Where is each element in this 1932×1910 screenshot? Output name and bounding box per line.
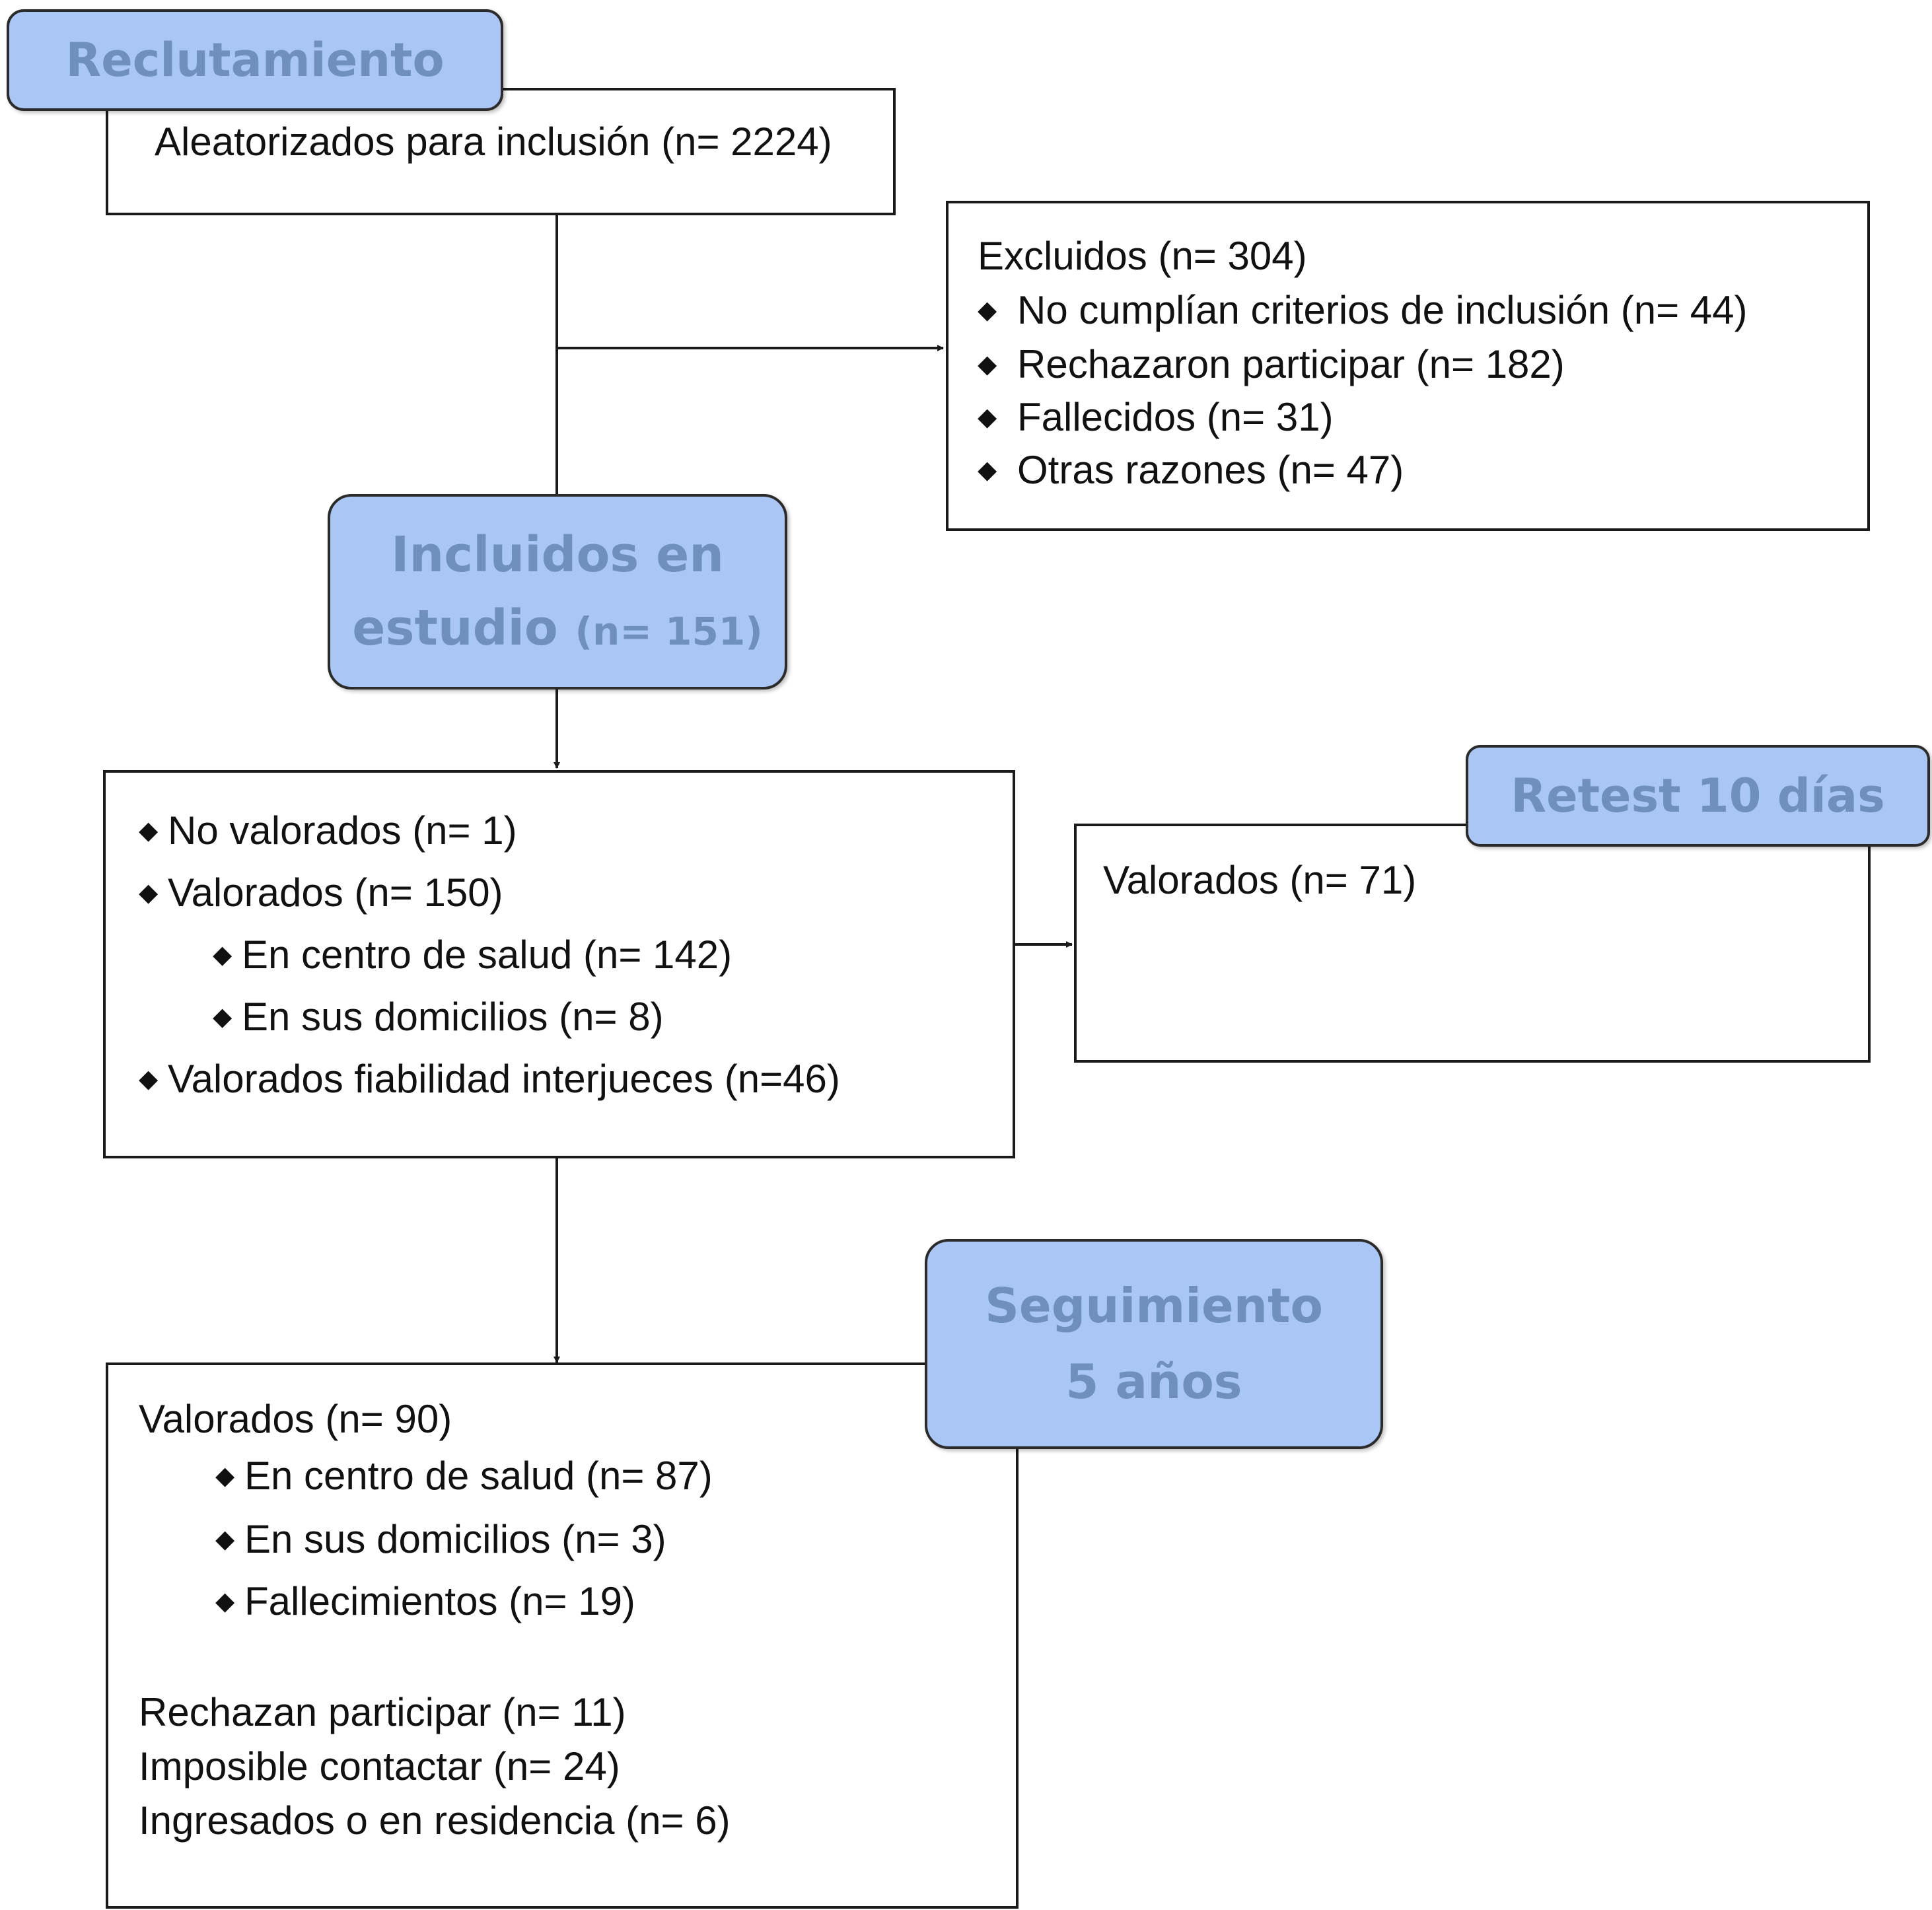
bullet-icon: ◆ [215, 1588, 235, 1616]
excluded-item: ◆Fallecidos (n= 31) [978, 395, 1334, 439]
bullet-icon: ◆ [978, 456, 997, 485]
evaluation-item: ◆Valorados fiabilidad interjueces (n=46) [139, 1057, 840, 1101]
bullet-icon: ◆ [215, 1462, 235, 1491]
followup-note: Imposible contactar (n= 24) [139, 1744, 620, 1788]
bullet-icon: ◆ [978, 404, 997, 432]
included-title-line2-wrap: estudio (n= 151) [352, 592, 762, 665]
retest-header-label: Retest 10 días [1511, 769, 1885, 823]
recruitment-header-label: Reclutamiento [65, 33, 445, 87]
included-header: Incluidos en estudio (n= 151) [328, 494, 787, 690]
retest-header: Retest 10 días [1466, 745, 1930, 847]
evaluation-subitem: ◆En sus domicilios (n= 8) [213, 995, 664, 1039]
bullet-icon: ◆ [215, 1526, 235, 1554]
evaluation-box: ◆No valorados (n= 1) ◆Valorados (n= 150)… [103, 770, 1015, 1158]
recruitment-header: Reclutamiento [7, 9, 503, 111]
excluded-item: ◆Otras razones (n= 47) [978, 448, 1404, 492]
excluded-item: ◆No cumplían criterios de inclusión (n= … [978, 288, 1748, 332]
bullet-icon: ◆ [139, 817, 159, 845]
included-title-line2: estudio [352, 600, 558, 656]
excluded-box: Excluidos (n= 304) ◆No cumplían criterio… [946, 201, 1870, 531]
included-count: (n= 151) [575, 609, 763, 654]
followup-title: Valorados (n= 90) [139, 1397, 452, 1441]
bullet-icon: ◆ [213, 1003, 233, 1032]
bullet-icon: ◆ [978, 351, 997, 379]
evaluation-item: ◆No valorados (n= 1) [139, 808, 517, 853]
retest-line: Valorados (n= 71) [1103, 858, 1417, 902]
followup-box: Valorados (n= 90) ◆En centro de salud (n… [106, 1362, 1019, 1909]
followup-subitem: ◆Fallecimientos (n= 19) [215, 1579, 635, 1623]
followup-note: Ingresados o en residencia (n= 6) [139, 1798, 731, 1843]
bullet-icon: ◆ [213, 941, 233, 970]
bullet-icon: ◆ [139, 1065, 159, 1094]
bullet-icon: ◆ [978, 297, 997, 325]
recruitment-line: Aleatorizados para inclusión (n= 2224) [155, 120, 832, 164]
followup-subitem: ◆En centro de salud (n= 87) [215, 1454, 713, 1498]
excluded-item: ◆Rechazaron participar (n= 182) [978, 342, 1565, 386]
evaluation-item: ◆Valorados (n= 150) [139, 870, 503, 915]
excluded-title: Excluidos (n= 304) [978, 234, 1307, 278]
followup-header: Seguimiento 5 años [925, 1239, 1383, 1449]
followup-header-line1: Seguimiento [985, 1277, 1323, 1333]
followup-header-line2: 5 años [1065, 1354, 1242, 1409]
retest-box: Valorados (n= 71) [1074, 824, 1871, 1063]
followup-subitem: ◆En sus domicilios (n= 3) [215, 1517, 666, 1561]
followup-note: Rechazan participar (n= 11) [139, 1690, 626, 1734]
bullet-icon: ◆ [139, 879, 159, 907]
included-title-line1: Incluidos en [391, 526, 724, 583]
evaluation-subitem: ◆En centro de salud (n= 142) [213, 933, 733, 977]
